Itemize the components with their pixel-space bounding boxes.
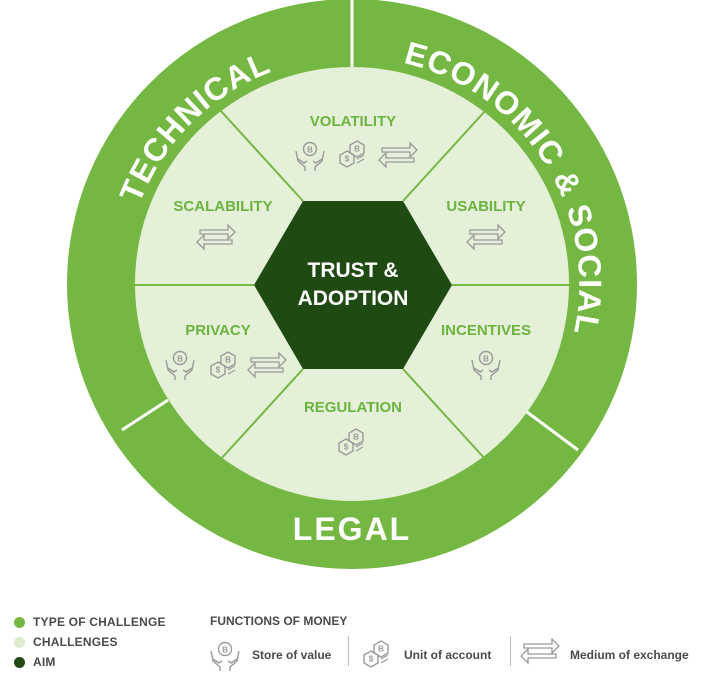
unit-of-account-label: Unit of account xyxy=(404,648,492,662)
challenge-regulation: REGULATION xyxy=(304,399,402,416)
legend-challenges-label: CHALLENGES xyxy=(33,635,118,649)
store-of-value-label: Store of value xyxy=(252,648,332,662)
legend-store-of-value: Store of value xyxy=(208,638,331,672)
ring-label-legal: LEGAL xyxy=(293,511,411,547)
legend-type-of-challenge: TYPE OF CHALLENGE xyxy=(14,615,166,629)
legend-dot-type xyxy=(14,616,25,628)
challenge-privacy: PRIVACY xyxy=(185,322,251,339)
legend-type-label: TYPE OF CHALLENGE xyxy=(33,615,166,629)
legend-separator-2 xyxy=(510,636,511,666)
challenge-incentives: INCENTIVES xyxy=(441,322,531,339)
exchange-arrows-icon xyxy=(520,638,560,664)
hands-coin-icon xyxy=(210,641,240,672)
aim-hexagon xyxy=(254,201,452,369)
legend-medium-of-exchange: Medium of exchange xyxy=(520,638,689,672)
ring-divider-right xyxy=(526,410,579,452)
aim-label-line2: ADOPTION xyxy=(298,287,409,310)
medium-of-exchange-label: Medium of exchange xyxy=(570,648,689,662)
legend-aim: AIM xyxy=(14,655,56,669)
challenge-usability: USABILITY xyxy=(446,198,525,215)
trust-adoption-diagram: B B $ TRUST & xyxy=(67,0,637,569)
challenge-volatility: VOLATILITY xyxy=(310,113,396,130)
functions-of-money-title: FUNCTIONS OF MONEY xyxy=(210,614,348,628)
legend-dot-aim xyxy=(14,656,25,668)
challenge-dividers xyxy=(135,109,569,461)
aim-label-line1: TRUST & xyxy=(308,259,399,282)
legend-challenges: CHALLENGES xyxy=(14,635,118,649)
legend-aim-label: AIM xyxy=(33,655,56,669)
legend-separator-1 xyxy=(348,636,349,666)
coins-stack-icon xyxy=(363,640,389,668)
challenge-scalability: SCALABILITY xyxy=(173,198,272,215)
legend-unit-of-account: Unit of account xyxy=(360,638,491,672)
ring-divider-left xyxy=(121,398,169,432)
legend-dot-challenges xyxy=(14,636,25,648)
legend: TYPE OF CHALLENGE CHALLENGES AIM FUNCTIO… xyxy=(0,610,703,679)
